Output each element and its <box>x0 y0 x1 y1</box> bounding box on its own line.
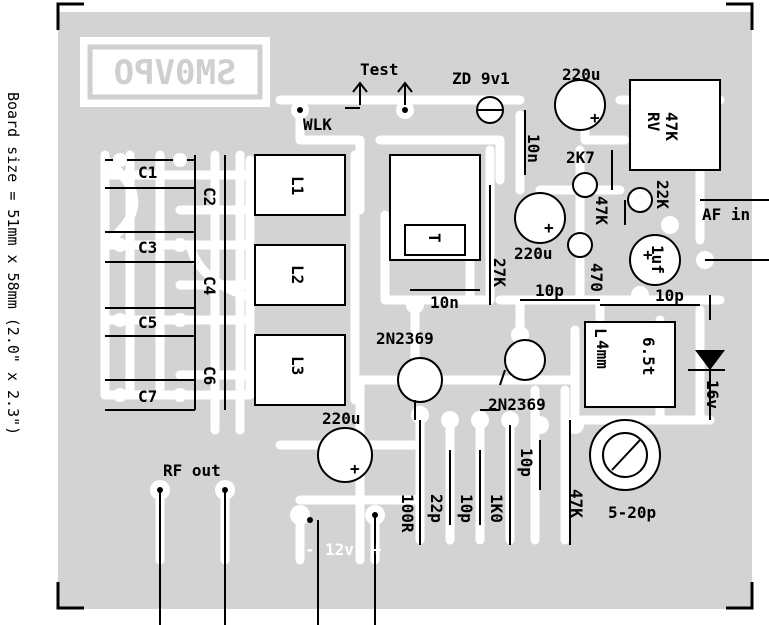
label-c7: C7 <box>138 387 157 406</box>
label-zd: ZD 9v1 <box>452 69 510 88</box>
plus-220u-mid: + <box>544 218 554 237</box>
label-c6: C6 <box>200 366 219 385</box>
cap-220u-low <box>317 427 373 483</box>
label-22k: 22K <box>653 180 672 209</box>
label-10p-a: 10p <box>535 281 564 300</box>
horizontal-labels: C1 C3 C5 C7 Test WLK ZD 9v1 220u 2K7 AF … <box>138 60 750 559</box>
label-c1: C1 <box>138 163 157 182</box>
label-12v-minus: - <box>305 540 315 559</box>
rotated-labels: C2 C4 C6 L1 L2 L3 RV 47K 10n 47K 22K 470… <box>200 112 722 533</box>
label-c5: C5 <box>138 313 157 332</box>
label-rv: RV <box>644 112 663 132</box>
label-c2: C2 <box>200 187 219 206</box>
label-10n-h: 10n <box>430 293 459 312</box>
label-22p: 22p <box>427 494 446 523</box>
label-47k-a: 47K <box>592 196 611 225</box>
label-27k: 27K <box>490 258 509 287</box>
label-10p-d: 10p <box>517 448 536 477</box>
trimmer-slot <box>611 439 641 471</box>
logo-panel: SM0VPO <box>80 37 270 107</box>
l2-frame <box>254 244 346 306</box>
label-q2: 2N2369 <box>488 395 546 414</box>
label-trimmer: 5-20p <box>608 503 656 522</box>
label-rv-47k: 47K <box>662 112 681 141</box>
logo-text: SM0VPO <box>114 53 237 93</box>
label-220u-top: 220u <box>562 65 601 84</box>
label-10n-v: 10n <box>524 134 543 163</box>
board-size-note: Board size = 51mm x 58mm (2.0" x 2.3") <box>4 92 22 435</box>
label-l3: L3 <box>288 356 307 375</box>
test-arrows <box>352 81 413 105</box>
label-10p-c: 10p <box>457 494 476 523</box>
label-100r: 100R <box>398 494 417 533</box>
cap-220u-mid <box>514 192 566 244</box>
zener-diode-16v <box>695 350 725 370</box>
rv-trimpot <box>629 79 721 171</box>
inductor-frames <box>254 154 346 406</box>
label-47k-b: 47K <box>567 489 586 518</box>
label-12v-plus: + <box>372 540 382 559</box>
external-wires <box>159 199 769 625</box>
label-220u-mid: 220u <box>514 244 553 263</box>
l3-frame <box>254 334 346 406</box>
label-coil-dia: 4mm <box>593 340 612 369</box>
relay-outline <box>389 154 481 261</box>
plus-220u-top: + <box>590 108 600 127</box>
transistor-q1 <box>397 357 443 403</box>
label-16v: 16v <box>703 380 722 409</box>
label-c3: C3 <box>138 238 157 257</box>
cap-220u-top <box>554 79 606 131</box>
label-470: 470 <box>587 263 606 292</box>
transistor-q2 <box>504 339 546 381</box>
plus-1uf: + <box>643 245 653 264</box>
label-coil-turns: 6.5t <box>639 337 658 376</box>
label-1uf: 1uf <box>648 245 667 274</box>
l1-frame <box>254 154 346 216</box>
label-1k0: 1K0 <box>487 494 506 523</box>
label-c4: C4 <box>200 276 219 295</box>
component-outlines <box>317 79 721 491</box>
label-walk: WLK <box>303 115 332 134</box>
cap-1uf <box>629 234 681 286</box>
corner-marks <box>56 2 754 610</box>
label-220u-low: 220u <box>322 409 361 428</box>
label-2k7: 2K7 <box>566 148 595 167</box>
relay-inner <box>404 224 466 256</box>
coil-box <box>584 321 676 408</box>
label-test: Test <box>360 60 399 79</box>
label-l2: L2 <box>288 265 307 284</box>
label-coil-l: L <box>591 328 610 338</box>
label-12v: 12v <box>325 540 354 559</box>
res-22k <box>627 187 653 213</box>
res-470 <box>567 232 593 258</box>
res-2k7 <box>572 172 598 198</box>
label-10p-b: 10p <box>655 286 684 305</box>
label-rf-out: RF out <box>163 461 221 480</box>
label-relay-t: T <box>425 233 444 243</box>
label-q1: 2N2369 <box>376 329 434 348</box>
label-af-in: AF in <box>702 205 750 224</box>
plus-220u-low: + <box>350 459 360 478</box>
label-l1: L1 <box>288 176 307 195</box>
component-leads <box>345 107 725 545</box>
